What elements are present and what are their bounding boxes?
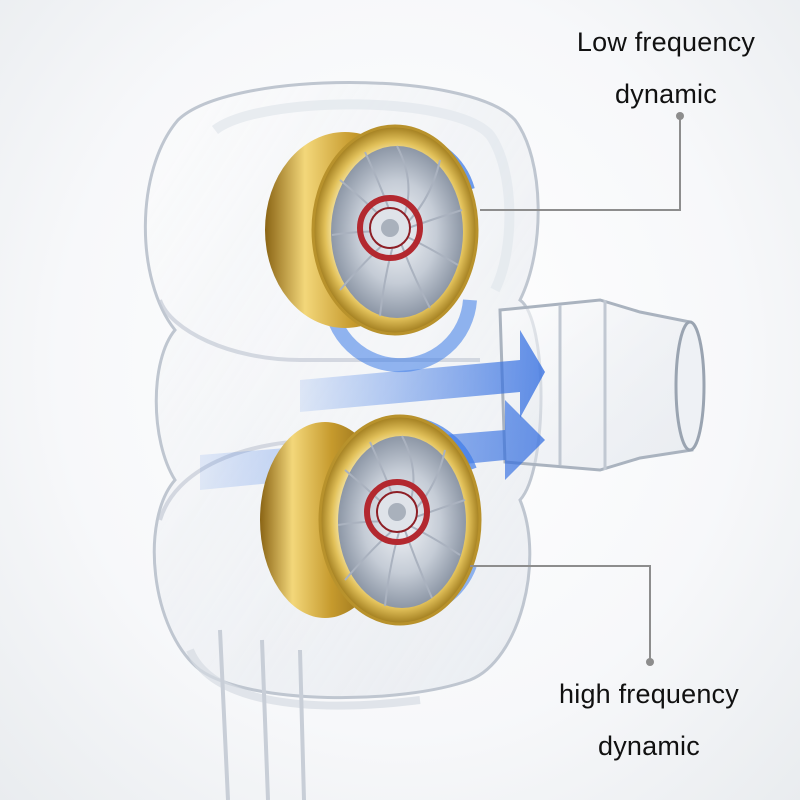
earphone-nozzle <box>498 298 706 472</box>
high-frequency-label: high frequency <box>559 679 739 709</box>
leader-line-low <box>480 112 684 211</box>
high-frequency-callout: high frequency dynamic <box>530 668 768 772</box>
earphone-cable <box>218 629 306 800</box>
high-frequency-driver-icon <box>260 414 482 626</box>
high-frequency-sublabel: dynamic <box>598 731 700 761</box>
leader-line-high <box>470 565 654 666</box>
low-frequency-sublabel: dynamic <box>615 79 717 109</box>
low-frequency-driver-icon <box>265 124 479 336</box>
low-frequency-callout: Low frequency dynamic <box>540 16 792 120</box>
low-frequency-label: Low frequency <box>576 27 756 57</box>
